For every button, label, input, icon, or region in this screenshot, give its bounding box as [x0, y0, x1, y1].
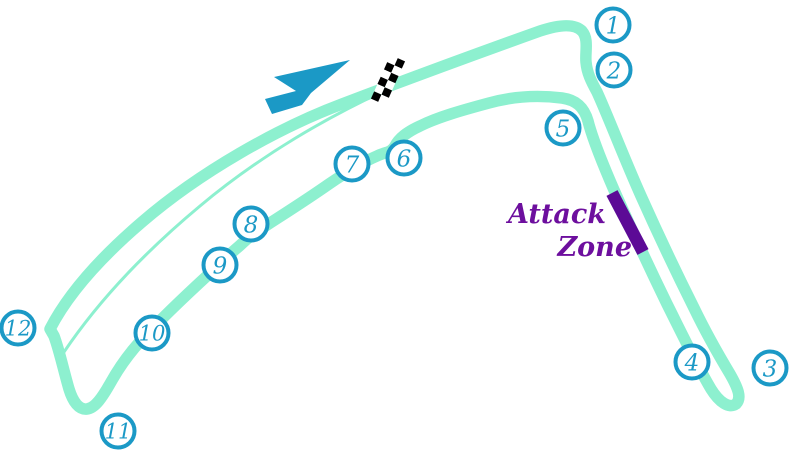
- finish-line-square: [387, 54, 398, 66]
- finish-line-square: [383, 62, 395, 73]
- corner-number-label: 10: [139, 322, 166, 346]
- corner-marker-ring: [232, 205, 270, 243]
- corner-number-label: 6: [397, 146, 412, 172]
- corner-number-label: 2: [606, 58, 622, 84]
- finish-line-square: [384, 80, 396, 91]
- attack-zone-label-line2: Zone: [556, 232, 632, 263]
- corner-number-label: 11: [105, 420, 132, 444]
- corner-marker-ring: [544, 109, 582, 147]
- corner-marker-9: 9: [201, 246, 239, 284]
- corner-marker-ring: [673, 343, 711, 381]
- corner-number-label: 9: [213, 253, 228, 279]
- finish-line-square: [391, 65, 402, 76]
- corner-marker-ring: [99, 412, 137, 450]
- corner-marker-4: 4: [673, 343, 711, 381]
- corner-marker-2: 2: [595, 51, 633, 89]
- corner-marker-ring: [201, 246, 239, 284]
- corner-number-label: 7: [345, 152, 360, 178]
- corner-marker-ring: [0, 309, 37, 347]
- attack-zone-segment: [606, 190, 649, 255]
- pit-lane-path: [62, 89, 386, 354]
- finish-line-icon: [370, 54, 406, 106]
- corner-marker-3: 3: [751, 349, 789, 387]
- finish-line-square: [374, 84, 385, 95]
- corner-marker-ring: [385, 139, 423, 177]
- finish-line-square: [378, 94, 389, 106]
- finish-line-square: [394, 58, 406, 69]
- corner-marker-8: 8: [232, 205, 270, 243]
- attack-zone-label-line1: Attack: [505, 199, 606, 230]
- finish-line-square: [377, 76, 388, 88]
- corner-marker-1: 1: [594, 6, 632, 44]
- corner-marker-12: 12: [0, 309, 37, 347]
- corner-number-label: 1: [606, 13, 621, 39]
- finish-line-square: [380, 69, 392, 80]
- corner-marker-ring: [595, 51, 633, 89]
- corner-marker-5: 5: [544, 109, 582, 147]
- direction-arrow-icon: [265, 60, 350, 114]
- finish-line-square: [388, 72, 399, 84]
- corner-number-label: 5: [556, 116, 571, 142]
- corner-marker-ring: [133, 314, 171, 352]
- corner-marker-ring: [333, 145, 371, 183]
- corner-number-label: 8: [244, 212, 259, 238]
- corner-marker-7: 7: [333, 145, 371, 183]
- corner-number-label: 4: [684, 350, 700, 376]
- corner-number-label: 3: [763, 356, 778, 382]
- corner-number-label: 12: [5, 317, 32, 341]
- corner-marker-ring: [594, 6, 632, 44]
- corner-marker-6: 6: [385, 139, 423, 177]
- corner-marker-10: 10: [133, 314, 171, 352]
- finish-line-square: [381, 87, 393, 98]
- corner-marker-11: 11: [99, 412, 137, 450]
- corner-marker-ring: [751, 349, 789, 387]
- finish-line-square: [370, 91, 382, 102]
